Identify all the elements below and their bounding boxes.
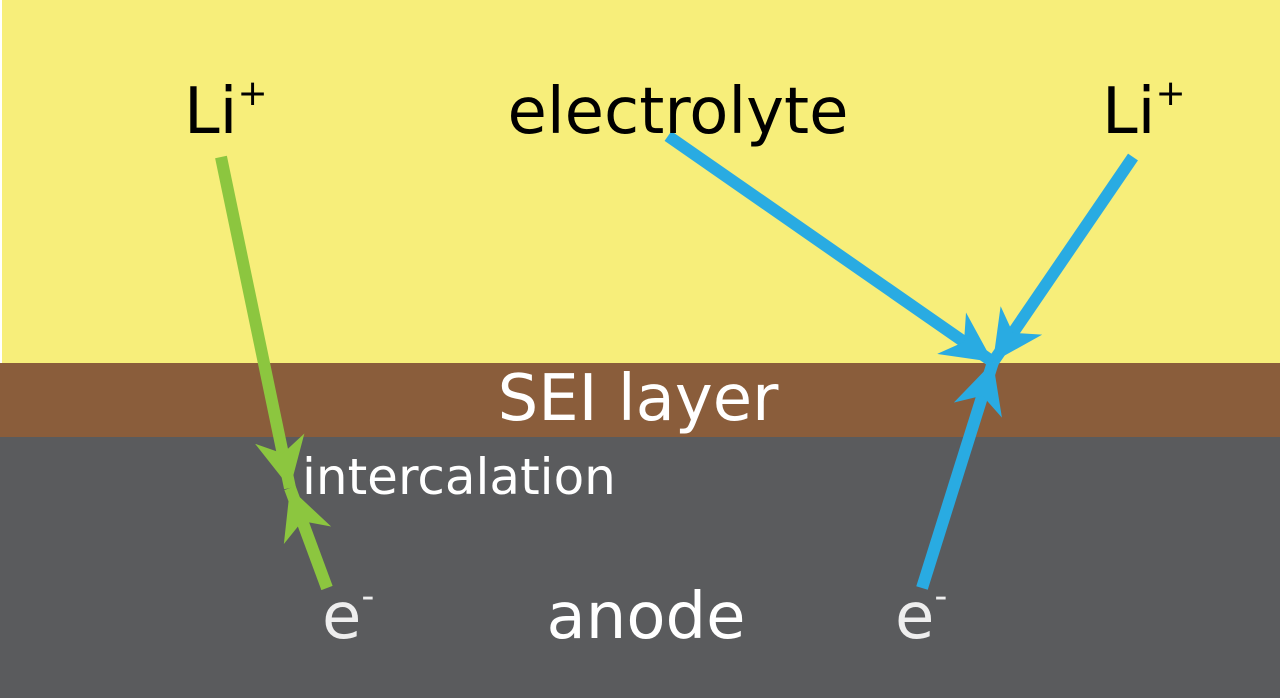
electron-sei-arrow: [916, 360, 1002, 590]
sei-layer-label: SEI layer: [498, 362, 780, 436]
electrolyte-reduction-arrow: [664, 131, 997, 367]
li-sei-arrow: [988, 153, 1138, 366]
li-intercalation-arrow: [215, 155, 305, 490]
electron-label-right: e-: [895, 576, 947, 654]
electrolyte-region: [2, 0, 1280, 363]
anode-label: anode: [547, 580, 746, 654]
sei-layer-region: [0, 363, 1280, 437]
li-ion-label-right: Li+: [1102, 73, 1186, 149]
intercalation-label: intercalation: [302, 448, 616, 506]
li-ion-label-left: Li+: [184, 73, 268, 149]
electron-label-left: e-: [322, 576, 374, 654]
anode-region: [0, 437, 1280, 698]
electrolyte-label: electrolyte: [508, 75, 849, 149]
electron-intercalation-arrow: [283, 485, 333, 591]
